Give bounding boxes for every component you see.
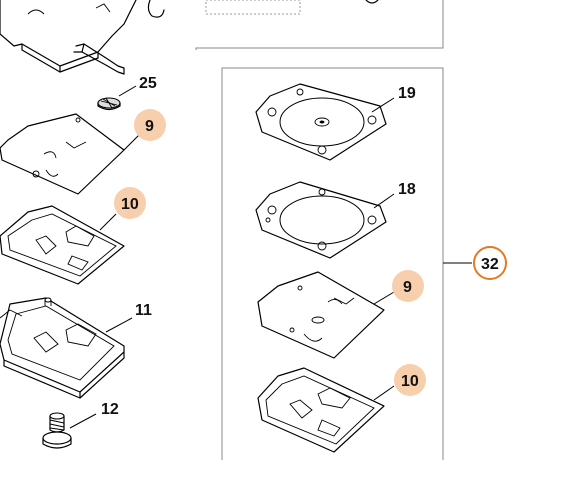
callout-10-kit: 10: [401, 373, 419, 390]
callout-9-left: 9: [145, 118, 154, 135]
end-cover-part-11[interactable]: 11: [0, 297, 152, 399]
kit-frame-32: 32: [221, 67, 507, 460]
callout-25: 25: [139, 75, 157, 92]
screw-part-12[interactable]: 12: [42, 401, 119, 449]
metering-diaphragm-part-9-kit[interactable]: 9: [257, 270, 424, 359]
strainer-screen-part-25[interactable]: 25: [97, 75, 157, 111]
callout-9-kit: 9: [403, 279, 412, 296]
callout-18: 18: [398, 181, 416, 198]
gasket-part-10-kit[interactable]: 10: [257, 364, 426, 453]
carburetor-body: [0, 0, 165, 75]
callout-19: 19: [398, 85, 416, 102]
pump-diaphragm-part-19[interactable]: 19: [255, 83, 416, 161]
callout-32: 32: [481, 256, 499, 273]
callout-11: 11: [135, 302, 152, 319]
callout-12: 12: [101, 401, 119, 418]
gasket-part-10-left[interactable]: 10: [0, 187, 146, 285]
pump-gasket-part-18[interactable]: 18: [255, 181, 416, 259]
metering-diaphragm-part-9[interactable]: 9: [0, 109, 166, 195]
callout-10-left: 10: [121, 196, 139, 213]
upper-detail-frame: [195, 0, 444, 50]
